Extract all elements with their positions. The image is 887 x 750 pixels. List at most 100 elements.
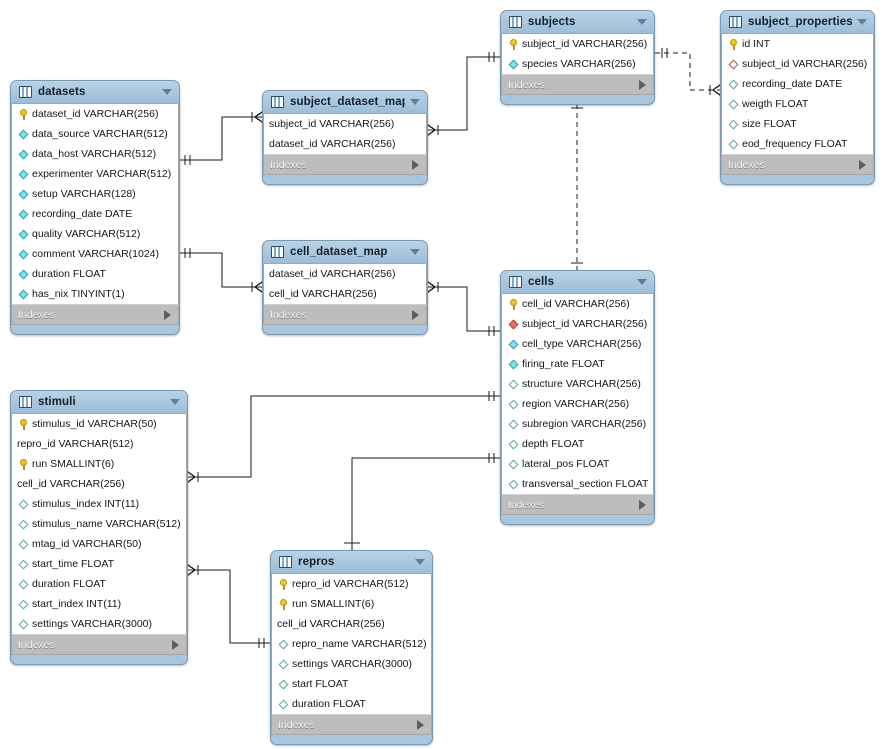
table-column[interactable]: recording_date DATE [722,74,873,94]
table-column[interactable]: dataset_id VARCHAR(256) [264,264,426,284]
table-header[interactable]: subject_dataset_map [263,91,427,114]
table-column[interactable]: region VARCHAR(256) [502,394,653,414]
table-column[interactable]: subject_id VARCHAR(256) [264,114,426,134]
triangle-right-icon[interactable] [412,309,419,320]
table-column[interactable]: cell_id VARCHAR(256) [502,294,653,314]
column-label: mtag_id VARCHAR(50) [32,538,142,550]
chevron-down-icon[interactable] [637,19,647,25]
table-column[interactable]: setup VARCHAR(128) [12,184,178,204]
table-column[interactable]: species VARCHAR(256) [502,54,653,74]
table-column[interactable]: dataset_id VARCHAR(256) [264,134,426,154]
table-column[interactable]: start FLOAT [272,674,431,694]
indexes-section[interactable]: Indexes [11,634,187,655]
triangle-right-icon[interactable] [639,79,646,90]
table-column[interactable]: subject_id VARCHAR(256) [502,34,653,54]
table-column[interactable]: duration FLOAT [272,694,431,714]
table-column[interactable]: cell_type VARCHAR(256) [502,334,653,354]
table-column[interactable]: stimulus_id VARCHAR(50) [12,414,186,434]
diamond-icon [508,479,519,489]
table-column[interactable]: structure VARCHAR(256) [502,374,653,394]
table-column[interactable]: duration FLOAT [12,574,186,594]
table-column[interactable]: eod_frequency FLOAT [722,134,873,154]
indexes-section[interactable]: Indexes [501,494,654,515]
diamond-icon [508,339,519,349]
table-column[interactable]: experimenter VARCHAR(512) [12,164,178,184]
table-subject_dataset_map[interactable]: subject_dataset_map subject_id VARCHAR(25… [262,90,428,185]
table-column[interactable]: dataset_id VARCHAR(256) [12,104,178,124]
table-column[interactable]: run SMALLINT(6) [12,454,186,474]
table-column[interactable]: repro_name VARCHAR(512) [272,634,431,654]
table-column[interactable]: start_time FLOAT [12,554,186,574]
chevron-down-icon[interactable] [415,559,425,565]
table-column[interactable]: settings VARCHAR(3000) [272,654,431,674]
table-column[interactable]: recording_date DATE [12,204,178,224]
chevron-down-icon[interactable] [170,399,180,405]
table-header[interactable]: subject_properties [721,11,874,34]
table-column[interactable]: stimulus_index INT(11) [12,494,186,514]
chevron-down-icon[interactable] [162,89,172,95]
table-column[interactable]: stimulus_name VARCHAR(512) [12,514,186,534]
indexes-section[interactable]: Indexes [263,304,427,325]
chevron-down-icon[interactable] [410,249,420,255]
triangle-right-icon[interactable] [164,309,171,320]
table-column[interactable]: start_index INT(11) [12,594,186,614]
table-column[interactable]: firing_rate FLOAT [502,354,653,374]
table-column[interactable]: repro_id VARCHAR(512) [12,434,186,454]
table-column[interactable]: id INT [722,34,873,54]
chevron-down-icon[interactable] [637,279,647,285]
chevron-down-icon[interactable] [857,19,867,25]
column-label: has_nix TINYINT(1) [32,288,125,300]
table-column[interactable]: run SMALLINT(6) [272,594,431,614]
indexes-section[interactable]: Indexes [11,304,179,325]
table-header[interactable]: repros [271,551,432,574]
table-column[interactable]: mtag_id VARCHAR(50) [12,534,186,554]
table-column[interactable]: subject_id VARCHAR(256) [722,54,873,74]
triangle-right-icon[interactable] [639,499,646,510]
table-column[interactable]: subregion VARCHAR(256) [502,414,653,434]
table-column[interactable]: weigth FLOAT [722,94,873,114]
table-header[interactable]: stimuli [11,391,187,414]
table-header[interactable]: subjects [501,11,654,34]
table-header[interactable]: cell_dataset_map [263,241,427,264]
table-title: cells [528,276,555,288]
column-label: firing_rate FLOAT [522,358,605,370]
table-column[interactable]: size FLOAT [722,114,873,134]
table-column[interactable]: lateral_pos FLOAT [502,454,653,474]
column-list: subject_id VARCHAR(256)species VARCHAR(2… [501,34,654,74]
table-column[interactable]: subject_id VARCHAR(256) [502,314,653,334]
table-column[interactable]: data_host VARCHAR(512) [12,144,178,164]
table-column[interactable]: comment VARCHAR(1024) [12,244,178,264]
table-column[interactable]: cell_id VARCHAR(256) [264,284,426,304]
table-header[interactable]: cells [501,271,654,294]
table-cells[interactable]: cells cell_id VARCHAR(256)subject_id VARC… [500,270,655,525]
table-column[interactable]: quality VARCHAR(512) [12,224,178,244]
table-header[interactable]: datasets [11,81,179,104]
indexes-section[interactable]: Indexes [271,714,432,735]
table-title: subject_dataset_map [290,96,405,108]
indexes-label: Indexes [728,158,765,171]
triangle-right-icon[interactable] [412,159,419,170]
table-column[interactable]: cell_id VARCHAR(256) [12,474,186,494]
indexes-section[interactable]: Indexes [501,74,654,95]
triangle-right-icon[interactable] [859,159,866,170]
table-column[interactable]: cell_id VARCHAR(256) [272,614,431,634]
triangle-right-icon[interactable] [417,719,424,730]
table-column[interactable]: repro_id VARCHAR(512) [272,574,431,594]
indexes-section[interactable]: Indexes [263,154,427,175]
table-column[interactable]: depth FLOAT [502,434,653,454]
chevron-down-icon[interactable] [410,99,420,105]
table-column[interactable]: has_nix TINYINT(1) [12,284,178,304]
table-column[interactable]: data_source VARCHAR(512) [12,124,178,144]
table-column[interactable]: transversal_section FLOAT [502,474,653,494]
triangle-right-icon[interactable] [172,639,179,650]
table-column[interactable]: duration FLOAT [12,264,178,284]
table-column[interactable]: settings VARCHAR(3000) [12,614,186,634]
indexes-section[interactable]: Indexes [721,154,874,175]
